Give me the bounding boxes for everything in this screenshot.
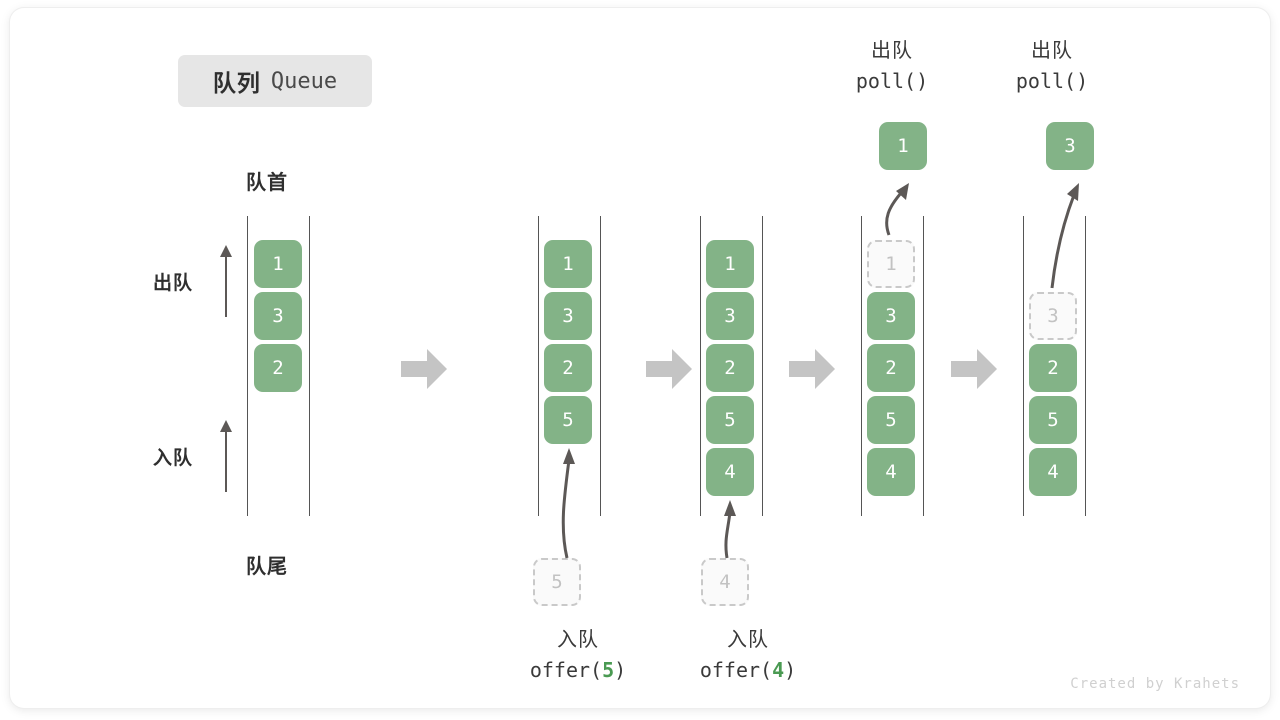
dequeue-motion-arrow-icon [1050,183,1079,289]
rail-left [247,216,248,516]
rail-left [700,216,701,516]
op-line1: 入队 [557,629,599,651]
queue-cell-ghost: 3 [1029,292,1077,340]
title-chinese: 队列 [212,70,261,96]
queue-cell: 5 [867,396,915,444]
enqueue-motion-arrow-icon [724,500,736,559]
operation-label-poll-2: 出队 poll() [982,36,1122,96]
rail-right [1085,216,1086,516]
operation-label-poll-1: 出队 poll() [822,36,962,96]
queue-cell: 1 [544,240,592,288]
step-arrow-icon [646,349,692,389]
rail-right [600,216,601,516]
enqueue-side-label: 入队 [153,448,194,469]
queue-tail-label: 队尾 [246,556,288,578]
queue-cell: 2 [544,344,592,392]
queue-cell: 2 [1029,344,1077,392]
queue-cell: 5 [1029,396,1077,444]
op-line2: poll() [1015,69,1089,93]
op-line2: offer(4) [699,658,797,682]
step-arrow-icon [951,349,997,389]
outgoing-cell: 1 [879,122,927,170]
rail-right [923,216,924,516]
queue-cell: 1 [706,240,754,288]
op-line2: poll() [855,69,929,93]
op-line1: 入队 [727,629,769,651]
queue-cell: 3 [706,292,754,340]
queue-cell: 4 [706,448,754,496]
dequeue-side-label: 出队 [153,273,194,294]
watermark-credit: Created by Krahets [1070,676,1240,692]
rail-left [861,216,862,516]
operation-label-offer-5: 入队 offer(5) [483,625,673,685]
queue-cell: 5 [706,396,754,444]
diagram-title-badge: 队列 Queue [178,55,372,107]
queue-cell: 2 [867,344,915,392]
rail-left [538,216,539,516]
op-line1: 出队 [871,40,913,62]
queue-cell: 3 [254,292,302,340]
op-line1: 出队 [1031,40,1073,62]
title-english: Queue [270,68,338,94]
rail-right [309,216,310,516]
queue-cell: 1 [254,240,302,288]
dequeue-motion-arrow-icon [885,183,909,236]
operation-label-offer-4: 入队 offer(4) [653,625,843,685]
step-arrow-icon [401,349,447,389]
incoming-ghost-cell: 4 [701,558,749,606]
queue-cell: 3 [544,292,592,340]
rail-right [762,216,763,516]
rail-left [1023,216,1024,516]
queue-cell-ghost: 1 [867,240,915,288]
queue-cell: 4 [1029,448,1077,496]
queue-cell: 2 [706,344,754,392]
op-line2: offer(5) [529,658,627,682]
step-arrow-icon [789,349,835,389]
queue-cell: 3 [867,292,915,340]
queue-cell: 2 [254,344,302,392]
queue-cell: 5 [544,396,592,444]
incoming-ghost-cell: 5 [533,558,581,606]
diagram-card: 队列 Queue 队首 1 3 2 队尾 出队 入队 1 3 2 5 5 [10,8,1270,708]
queue-cell: 4 [867,448,915,496]
outgoing-cell: 3 [1046,122,1094,170]
queue-head-label: 队首 [246,172,288,194]
